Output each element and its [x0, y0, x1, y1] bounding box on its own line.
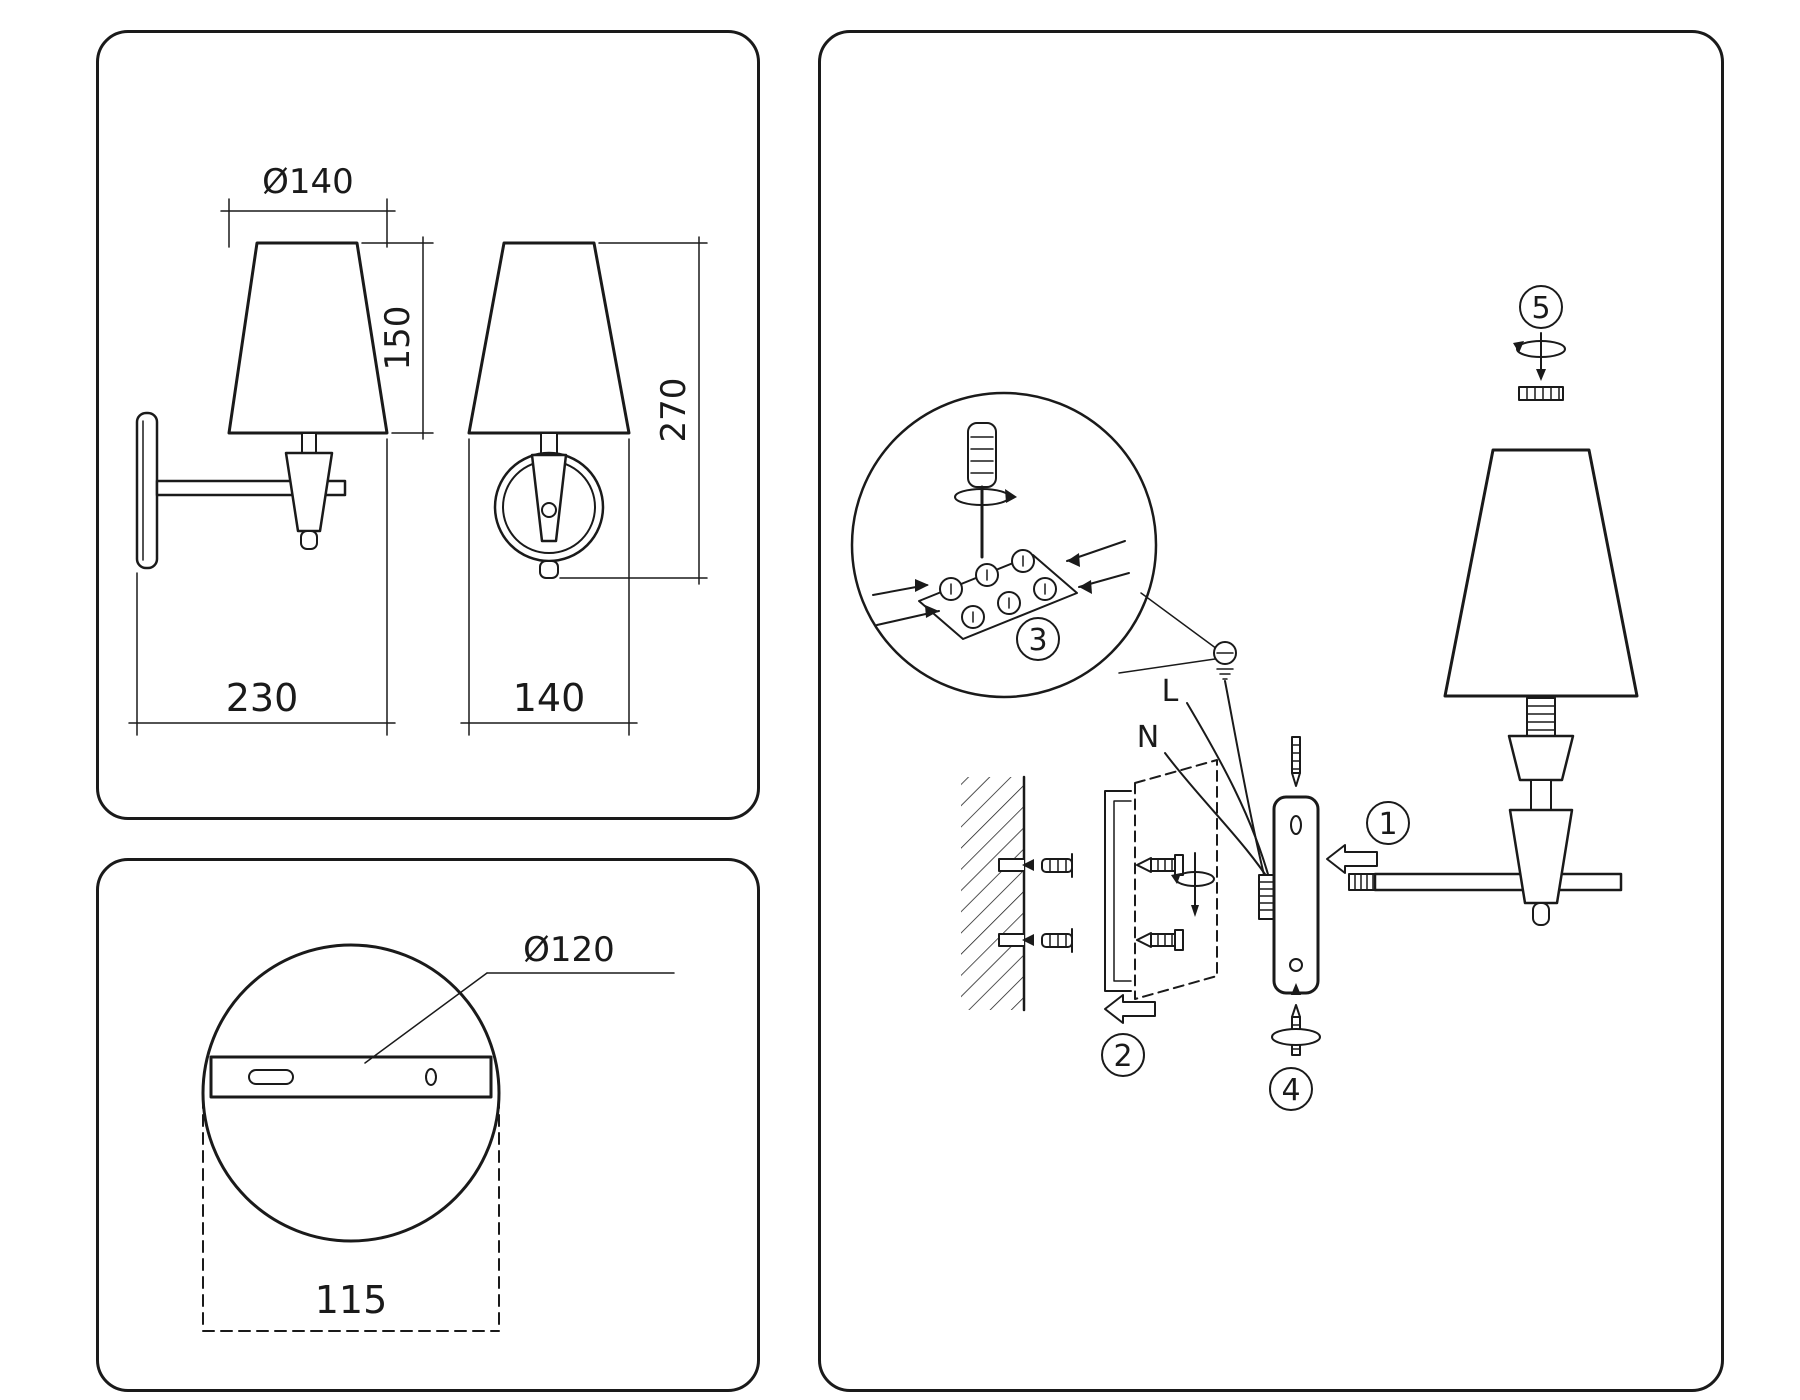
dim-fixture-depth: 230	[128, 438, 396, 736]
base-drawing: Ø120 115	[201, 930, 675, 1332]
lamp-assembly	[1348, 332, 1639, 926]
mounting-strap	[1104, 790, 1132, 992]
bracket-plate	[1272, 795, 1320, 995]
dim-base-width: 115	[202, 1096, 500, 1332]
arm-cone	[1508, 808, 1574, 905]
dim-shade-diameter: Ø140	[220, 162, 396, 248]
wires-into-terminal	[872, 540, 1130, 626]
earth-terminal-icon	[1213, 641, 1237, 680]
step-2-marker: 2	[1101, 1033, 1145, 1077]
switch-nub	[1532, 902, 1550, 926]
mounting-hole	[425, 1068, 437, 1086]
step-3-marker: 3	[1016, 617, 1060, 661]
installation-drawing: 3 L N	[850, 285, 1639, 1111]
wall-anchors	[1022, 853, 1073, 953]
wall-mount-side	[135, 411, 347, 570]
lamp-arm	[1348, 872, 1623, 892]
screwdriver-icon	[954, 422, 1017, 559]
shade-height-label: 150	[378, 306, 418, 371]
installation-panel: 3 L N	[818, 30, 1724, 1392]
lampshade	[1443, 448, 1639, 698]
wire-label-neutral: N	[1137, 720, 1159, 755]
step-4-label: 4	[1281, 1073, 1300, 1108]
dimensions-drawing: Ø140 150	[128, 162, 708, 736]
terminal-block	[918, 549, 1078, 640]
top-screw	[1291, 736, 1301, 787]
step-5-marker: 5	[1519, 285, 1563, 329]
lamp-body-front	[493, 432, 605, 579]
front-view: 270 140	[460, 236, 708, 736]
finial-rotation-symbol	[1513, 332, 1566, 381]
backplate-dashed-outline	[1134, 759, 1218, 1000]
fixture-width-label: 140	[513, 676, 586, 720]
side-view: Ø140 150	[128, 162, 434, 736]
base-width-label: 115	[315, 1278, 388, 1322]
dim-base-diameter: Ø120	[364, 930, 675, 1064]
base-diameter-label: Ø120	[523, 930, 615, 970]
wall-section	[961, 775, 1026, 1012]
bottom-screw-washer	[1271, 983, 1321, 1056]
mounting-screws	[1136, 854, 1184, 951]
lamp-socket	[1507, 697, 1575, 811]
terminal-detail-magnifier: 3	[850, 391, 1218, 699]
direction-arrow-2	[1104, 994, 1156, 1024]
step-5-label: 5	[1531, 291, 1550, 326]
step-1-label: 1	[1378, 807, 1397, 842]
dimensions-panel: Ø140 150	[96, 30, 760, 820]
step-3-label: 3	[1028, 623, 1047, 658]
dim-shade-height: 150	[361, 236, 434, 440]
base-panel: Ø120 115	[96, 858, 760, 1392]
wire-label-live: L	[1162, 674, 1179, 709]
dim-fixture-width: 140	[460, 438, 638, 736]
screw-rotation-symbol	[1171, 852, 1215, 917]
step-4-marker: 4	[1269, 1067, 1313, 1111]
finial-ring	[1518, 386, 1564, 401]
lampshade-front	[467, 241, 631, 435]
dim-fixture-height: 270	[559, 236, 708, 585]
fixture-height-label: 270	[654, 378, 694, 443]
shade-diameter-label: Ø140	[262, 162, 354, 202]
base-top-view	[201, 943, 501, 1243]
lampshade-side	[227, 241, 389, 435]
step-1-marker: 1	[1366, 801, 1410, 845]
step-2-label: 2	[1113, 1039, 1132, 1074]
mounting-slot	[248, 1069, 294, 1085]
fixture-depth-label: 230	[226, 676, 299, 720]
direction-arrow-1	[1326, 844, 1378, 874]
